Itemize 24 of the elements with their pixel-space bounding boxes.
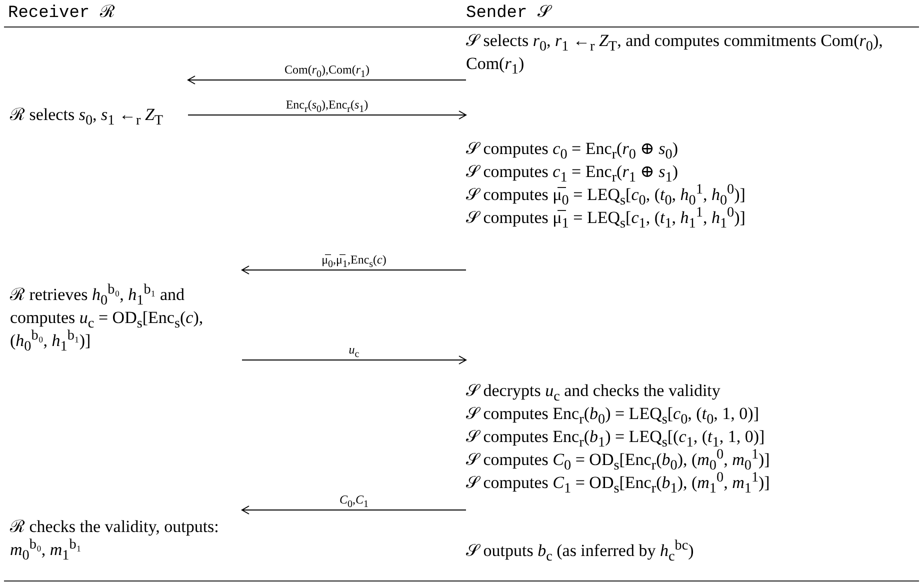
column-heading: Sender 𝒮 [466, 4, 550, 24]
message-arrow [188, 76, 466, 84]
message-arrow [242, 356, 466, 364]
edge-label: Com(r$_{0}$),Com(r$_{1}$) [282, 62, 372, 77]
protocol-step: 𝒮 computes μ̅$_{0}$ = LEQ$_{s}$[c$_{0}$, (t$_{0}$, h$_{0}$$^{1}$, h$_{0}$$^{0}$)] [466, 184, 916, 207]
protocol-step: 𝒮 computes Enc$_{r}$(b$_{0}$) = LEQ$_{s}$[c$_{0}$, (t$_{0}$, 1, 0)] [466, 402, 916, 426]
protocol-step: 𝒮 decrypts u$_{c}$ and checks the validity [466, 380, 916, 403]
protocol-step: 𝒮 computes c$_{1}$ = Enc$_{r}$(r$_{1}$ ⊕ s$_{1}$) [466, 160, 916, 184]
message-arrow [188, 110, 466, 120]
protocol-step: 𝒮 selects r$_{0}$, r$_{1}$ ←$_{r}$ Z$_{T}$, and computes commitments Com(r$_{0}$), Com(r$_{1}$) [466, 30, 916, 76]
message-arrow [242, 506, 466, 514]
protocol-step: 𝒮 computes C$_{0}$ = OD$_{s}$[Enc$_{r}$(b$_{0}$), (m$_{0}$$^{0}$, m$_{0}$$^{1}$)] [466, 448, 916, 472]
edge-label: Enc$_{r}$(s$_{0}$),Enc$_{r}$(s$_{1}$) [284, 98, 370, 112]
protocol-step: ℛ retrieves h$_{0}$$^{b₀}$, h$_{1}$$^{b₁}$ and computes u$_{c}$ = OD$_{s}$[Enc$_{s}$(c), (h$_{0}$$^{b₀}$, h$_{1}$$^{b₁}$)] [10, 284, 242, 353]
protocol-step: 𝒮 computes Enc$_{r}$(b$_{1}$) = LEQ$_{s}$[(c$_{1}$, (t$_{1}$, 1, 0)] [466, 426, 916, 449]
protocol-step: 𝒮 computes C$_{1}$ = OD$_{s}$[Enc$_{r}$(b$_{1}$), (m$_{1}$$^{0}$, m$_{1}$$^{1}$)] [466, 472, 916, 495]
protocol-step: ℛ selects s$_{0}$, s$_{1}$ ←$_{r}$ Z$_{T}$ [10, 104, 188, 127]
protocol-step: 𝒮 computes μ̅$_{1}$ = LEQ$_{s}$[c$_{1}$, (t$_{1}$, h$_{1}$$^{1}$, h$_{1}$$^{0}$)] [466, 206, 916, 230]
edge-label: C$_{0}$,C$_{1}$ [337, 492, 371, 507]
message-arrow [242, 266, 466, 274]
edge-label: μ̅$_{0}$,μ̅$_{1}$,Enc$_{s}$(c) [320, 252, 388, 267]
protocol-step: 𝒮 computes c$_{0}$ = Enc$_{r}$(r$_{0}$ ⊕ s$_{0}$) [466, 138, 916, 161]
column-heading: Receiver ℛ [8, 4, 115, 24]
protocol-step: 𝒮 outputs b$_{c}$ (as inferred by h$_{c}$$^{bc}$) [466, 540, 916, 563]
